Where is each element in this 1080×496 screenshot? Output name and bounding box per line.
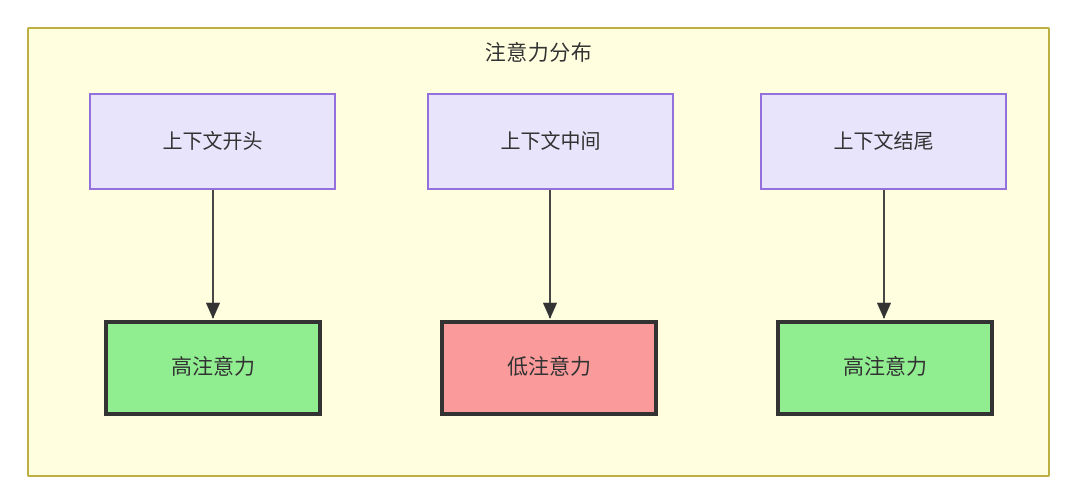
node-low-attention-middle-label: 低注意力 [507, 356, 591, 379]
cluster-title: 注意力分布 [484, 42, 593, 65]
node-high-attention-end[interactable]: 高注意力 [776, 320, 994, 416]
node-context-end[interactable]: 上下文结尾 [760, 93, 1007, 190]
node-context-start-label: 上下文开头 [162, 130, 263, 153]
node-high-attention-start-label: 高注意力 [171, 356, 255, 379]
node-high-attention-end-label: 高注意力 [843, 356, 927, 379]
node-context-middle-label: 上下文中间 [500, 130, 601, 153]
node-context-start[interactable]: 上下文开头 [89, 93, 336, 190]
node-high-attention-start[interactable]: 高注意力 [104, 320, 322, 416]
node-low-attention-middle[interactable]: 低注意力 [440, 320, 658, 416]
node-context-middle[interactable]: 上下文中间 [427, 93, 674, 190]
node-context-end-label: 上下文结尾 [833, 130, 934, 153]
